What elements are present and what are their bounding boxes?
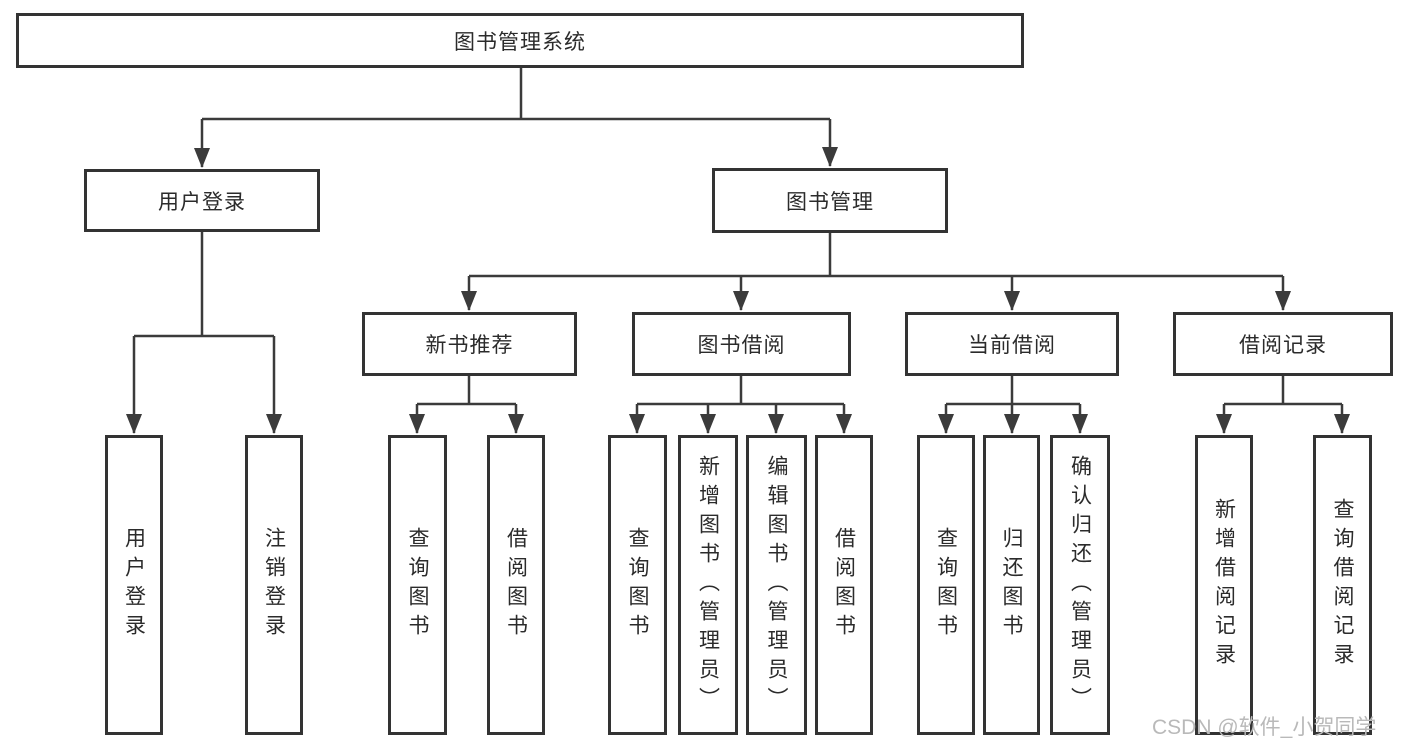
leaf-cb-query-books-label: 查询图书 [934, 527, 958, 643]
node-root: 图书管理系统 [16, 13, 1024, 68]
node-new-book-rec-label: 新书推荐 [425, 334, 514, 357]
csdn-watermark: CSDN @软件_小贺同学 [1152, 716, 1377, 739]
leaf-logout-label: 注销登录 [262, 527, 286, 643]
node-user-login: 用户登录 [84, 169, 320, 232]
node-book-mgmt-label: 图书管理 [786, 190, 874, 214]
leaf-rec-query-books: 查询图书 [388, 435, 447, 735]
node-user-login-label: 用户登录 [158, 190, 246, 214]
leaf-br-query-record: 查询借阅记录 [1313, 435, 1372, 735]
leaf-br-add-record: 新增借阅记录 [1195, 435, 1253, 735]
leaf-cb-query-books: 查询图书 [917, 435, 975, 735]
node-book-mgmt: 图书管理 [712, 168, 948, 233]
node-borrow-records-label: 借阅记录 [1239, 334, 1327, 357]
leaf-bb-add-books: 新增图书（管理员） [678, 435, 738, 735]
leaf-br-query-record-label: 查询借阅记录 [1331, 498, 1354, 672]
node-borrow-records: 借阅记录 [1173, 312, 1393, 376]
leaf-bb-edit-books-label: 编辑图书（管理员） [765, 454, 788, 716]
leaf-br-add-record-label: 新增借阅记录 [1212, 498, 1236, 672]
leaf-cb-return-books-label: 归还图书 [1000, 527, 1023, 643]
leaf-bb-add-books-label: 新增图书（管理员） [696, 454, 720, 716]
leaf-rec-query-books-label: 查询图书 [406, 527, 429, 643]
node-current-borrow: 当前借阅 [905, 312, 1119, 376]
leaf-user-login: 用户登录 [105, 435, 163, 735]
node-book-borrow: 图书借阅 [632, 312, 851, 376]
connector-trunks [134, 68, 1342, 406]
leaf-logout: 注销登录 [245, 435, 303, 735]
leaf-bb-edit-books: 编辑图书（管理员） [746, 435, 807, 735]
leaf-rec-borrow-books-label: 借阅图书 [504, 527, 528, 643]
leaf-bb-query-books-label: 查询图书 [626, 527, 649, 643]
leaf-cb-confirm-return-label: 确认归还（管理员） [1068, 454, 1092, 716]
node-new-book-rec: 新书推荐 [362, 312, 577, 376]
node-book-borrow-label: 图书借阅 [697, 334, 786, 357]
leaf-bb-query-books: 查询图书 [608, 435, 667, 735]
leaf-bb-borrow-books-label: 借阅图书 [832, 527, 856, 643]
leaf-rec-borrow-books: 借阅图书 [487, 435, 545, 735]
leaf-user-login-label: 用户登录 [122, 527, 146, 643]
node-root-label: 图书管理系统 [454, 30, 586, 54]
node-current-borrow-label: 当前借阅 [968, 334, 1056, 357]
leaf-cb-confirm-return: 确认归还（管理员） [1050, 435, 1110, 735]
leaf-cb-return-books: 归还图书 [983, 435, 1040, 735]
leaf-bb-borrow-books: 借阅图书 [815, 435, 873, 735]
